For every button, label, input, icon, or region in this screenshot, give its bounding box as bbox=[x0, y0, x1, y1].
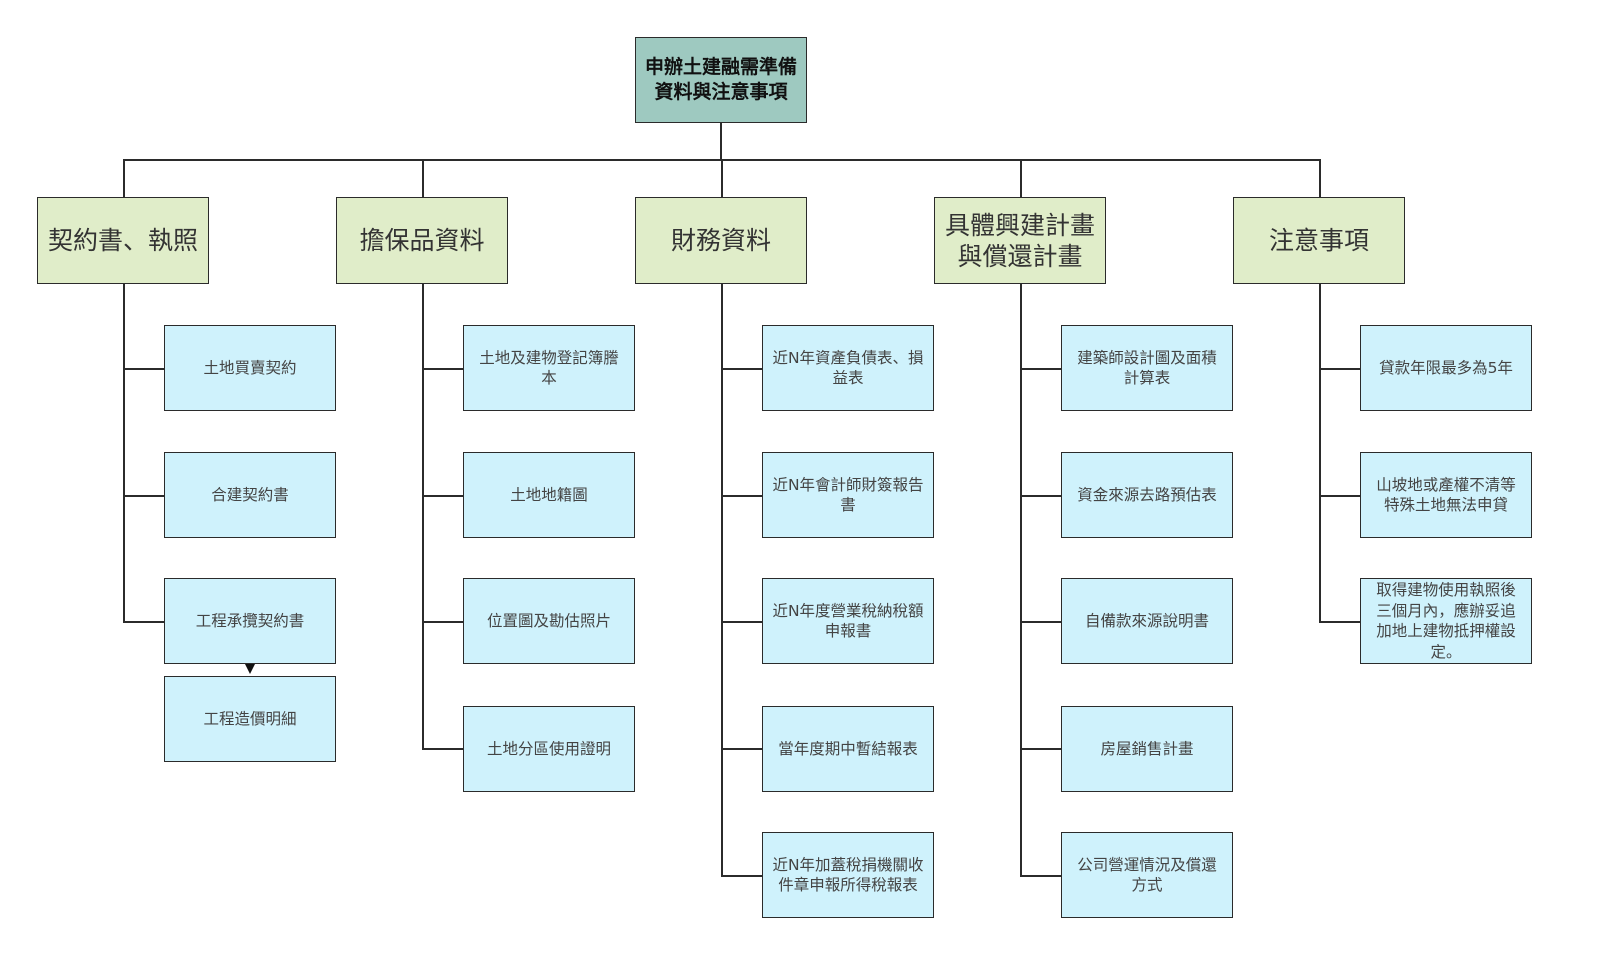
item-label: 近N年會計師財簽報告書 bbox=[772, 475, 924, 515]
category-collateral[interactable]: 擔保品資料 bbox=[336, 197, 508, 284]
category-financial[interactable]: 財務資料 bbox=[635, 197, 807, 284]
item-label: 土地買賣契約 bbox=[203, 358, 297, 377]
branch bbox=[1319, 495, 1360, 497]
spine-1 bbox=[123, 283, 125, 622]
category-contracts[interactable]: 契約書、執照 bbox=[37, 197, 209, 284]
branch bbox=[422, 368, 463, 370]
item-label: 工程承攬契約書 bbox=[195, 611, 305, 630]
drop-line-4 bbox=[1020, 159, 1022, 197]
root-node[interactable]: 申辦土建融需準備資料與注意事項 bbox=[635, 37, 807, 123]
branch bbox=[1020, 748, 1061, 750]
category-notes[interactable]: 注意事項 bbox=[1233, 197, 1405, 284]
item-label: 房屋銷售計畫 bbox=[1100, 739, 1194, 758]
branch bbox=[721, 748, 762, 750]
item-label: 建築師設計圖及面積計算表 bbox=[1077, 348, 1217, 388]
item-node[interactable]: 貸款年限最多為5年 bbox=[1360, 325, 1532, 411]
drop-line-2 bbox=[422, 159, 424, 197]
drop-line-5 bbox=[1319, 159, 1321, 197]
spine-2 bbox=[422, 283, 424, 749]
item-node[interactable]: 合建契約書 bbox=[164, 452, 336, 538]
item-label: 資金來源去路預估表 bbox=[1077, 485, 1217, 504]
spine-5 bbox=[1319, 283, 1321, 622]
branch bbox=[721, 368, 762, 370]
item-label: 合建契約書 bbox=[211, 485, 289, 504]
branch bbox=[1020, 368, 1061, 370]
item-label: 山坡地或產權不清等特殊土地無法申貸 bbox=[1376, 475, 1516, 515]
item-label: 近N年加蓋稅捐機關收件章申報所得稅報表 bbox=[772, 855, 924, 895]
drop-line-1 bbox=[123, 159, 125, 197]
item-node[interactable]: 建築師設計圖及面積計算表 bbox=[1061, 325, 1233, 411]
item-node[interactable]: 資金來源去路預估表 bbox=[1061, 452, 1233, 538]
item-label: 取得建物使用執照後三個月內，應辦妥追加地上建物抵押權設定。 bbox=[1376, 581, 1516, 661]
item-label: 自備款來源說明書 bbox=[1084, 611, 1209, 630]
category-label: 擔保品資料 bbox=[359, 226, 485, 255]
branch bbox=[422, 621, 463, 623]
branch bbox=[1020, 495, 1061, 497]
arrow-down-icon bbox=[245, 664, 255, 674]
item-node[interactable]: 近N年資產負債表、損益表 bbox=[762, 325, 934, 411]
category-label: 注意事項 bbox=[1268, 226, 1369, 255]
spine-4 bbox=[1020, 283, 1022, 876]
category-construction-plan[interactable]: 具體興建計畫與償還計畫 bbox=[934, 197, 1106, 284]
item-node[interactable]: 公司營運情況及償還方式 bbox=[1061, 832, 1233, 918]
category-label: 契約書、執照 bbox=[47, 226, 198, 255]
branch bbox=[1319, 368, 1360, 370]
item-node[interactable]: 位置圖及勘估照片 bbox=[463, 578, 635, 664]
item-node[interactable]: 土地分區使用證明 bbox=[463, 706, 635, 792]
branch bbox=[1020, 621, 1061, 623]
item-label: 土地及建物登記簿謄本 bbox=[479, 348, 619, 388]
sub-item-node[interactable]: 工程造價明細 bbox=[164, 676, 336, 762]
branch bbox=[1319, 621, 1360, 623]
item-node[interactable]: 工程承攬契約書 bbox=[164, 578, 336, 664]
item-label: 貸款年限最多為5年 bbox=[1379, 358, 1513, 377]
item-label: 土地地籍圖 bbox=[510, 485, 588, 504]
drop-line-3 bbox=[721, 159, 723, 197]
branch bbox=[1020, 875, 1061, 877]
item-label: 近N年度營業稅納稅額申報書 bbox=[772, 601, 924, 641]
item-node[interactable]: 當年度期中暫結報表 bbox=[762, 706, 934, 792]
item-node[interactable]: 近N年會計師財簽報告書 bbox=[762, 452, 934, 538]
branch bbox=[721, 875, 762, 877]
item-node[interactable]: 土地地籍圖 bbox=[463, 452, 635, 538]
branch bbox=[422, 748, 463, 750]
item-label: 土地分區使用證明 bbox=[486, 739, 611, 758]
item-node[interactable]: 近N年加蓋稅捐機關收件章申報所得稅報表 bbox=[762, 832, 934, 918]
item-label: 工程造價明細 bbox=[203, 709, 297, 728]
item-label: 近N年資產負債表、損益表 bbox=[772, 348, 924, 388]
category-label: 財務資料 bbox=[670, 226, 771, 255]
item-label: 當年度期中暫結報表 bbox=[778, 739, 918, 758]
item-label: 公司營運情況及償還方式 bbox=[1077, 855, 1217, 895]
item-node[interactable]: 山坡地或產權不清等特殊土地無法申貸 bbox=[1360, 452, 1532, 538]
branch bbox=[721, 495, 762, 497]
root-stem bbox=[720, 122, 722, 160]
item-node[interactable]: 土地及建物登記簿謄本 bbox=[463, 325, 635, 411]
root-label: 申辦土建融需準備資料與注意事項 bbox=[644, 56, 797, 103]
branch bbox=[721, 621, 762, 623]
item-node[interactable]: 房屋銷售計畫 bbox=[1061, 706, 1233, 792]
item-node[interactable]: 土地買賣契約 bbox=[164, 325, 336, 411]
item-node[interactable]: 自備款來源說明書 bbox=[1061, 578, 1233, 664]
branch bbox=[123, 368, 164, 370]
branch bbox=[123, 621, 164, 623]
branch bbox=[422, 495, 463, 497]
item-node[interactable]: 近N年度營業稅納稅額申報書 bbox=[762, 578, 934, 664]
spine-3 bbox=[721, 283, 723, 876]
branch bbox=[123, 495, 164, 497]
item-label: 位置圖及勘估照片 bbox=[486, 611, 611, 630]
item-node[interactable]: 取得建物使用執照後三個月內，應辦妥追加地上建物抵押權設定。 bbox=[1360, 578, 1532, 664]
category-label: 具體興建計畫與償還計畫 bbox=[944, 210, 1095, 271]
